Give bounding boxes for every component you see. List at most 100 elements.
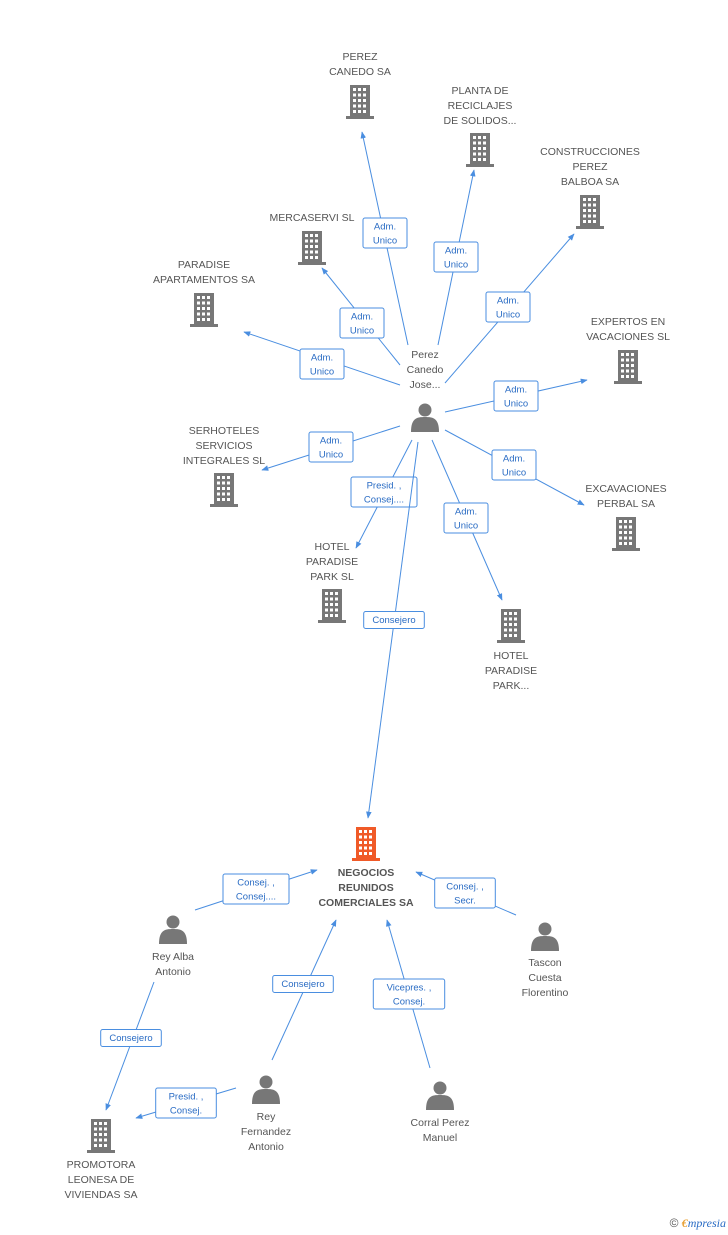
relation-label-box[interactable] [339,307,385,339]
relation-label: Adm. [455,507,477,518]
edge-perez_jose-planta[interactable]: Adm.Unico [433,169,479,346]
node-label: HOTEL [493,650,528,662]
copyright-symbol: © [669,1216,679,1230]
building-icon[interactable] [298,231,326,265]
building-icon[interactable] [497,609,525,643]
person-icon[interactable] [252,1075,280,1105]
node-label: Rey [257,1111,276,1123]
node-label: Jose... [410,379,441,391]
building-icon[interactable] [346,85,374,119]
relation-label-box[interactable] [485,291,531,323]
building-icon[interactable] [190,293,218,327]
building-icon[interactable] [466,133,494,167]
edge-rey_alba-promotora[interactable]: Consejero [100,981,162,1111]
node-label: Rey Alba [152,951,194,963]
edge-corral-negocios[interactable]: Vicepres. ,Consej. [372,919,446,1069]
relation-label: Consej. , [237,878,275,889]
edge-perez_jose-expertos[interactable]: Adm. Unico [444,378,588,413]
person-icon[interactable] [411,403,439,433]
edge-tascon-negocios[interactable]: Consej. ,Secr. [415,871,517,916]
relation-label: Unico [373,236,397,247]
relation-label-box[interactable] [493,380,539,412]
person-icon[interactable] [531,922,559,952]
relation-label: Secr. [454,896,476,907]
relation-label: Adm. [351,312,373,323]
node-label: EXCAVACIONES [585,483,666,495]
edge-perez_jose-mercaservi[interactable]: Adm.Unico [321,267,401,366]
node-label: Perez [411,349,438,361]
node-label: NEGOCIOS [338,867,395,879]
edge-perez_jose-serhoteles[interactable]: Adm.Unico [261,425,401,471]
building-icon[interactable] [318,589,346,623]
relation-label-box[interactable] [362,217,408,249]
relation-label-box[interactable] [100,1029,162,1047]
relation-label-box[interactable] [372,978,446,1010]
node-label: INTEGRALES SL [183,455,265,467]
relation-label: Adm. [505,385,527,396]
relation-label-box[interactable] [363,611,425,629]
edge-perez_jose-construcciones[interactable]: Adm.Unico [444,233,575,384]
relation-label-box[interactable] [434,877,496,909]
node-label: REUNIDOS [338,882,393,894]
edge-rey_fernandez-promotora[interactable]: Presid. ,Consej. [135,1087,237,1119]
node-label: SERHOTELES [189,425,260,437]
building-icon[interactable] [87,1119,115,1153]
node-label: PERBAL SA [597,498,655,510]
building-icon[interactable] [210,473,238,507]
edge-rey_fernandez-negocios[interactable]: Consejero [271,919,337,1061]
relation-label-box[interactable] [222,873,290,905]
edge-perez_jose-hotel_park[interactable]: Adm.Unico [431,439,503,601]
relation-label-box[interactable] [443,502,489,534]
relation-label: Consej. [170,1106,202,1117]
edge-perez_jose-negocios[interactable]: Consejero [363,441,425,819]
node-label: PARADISE [306,556,358,568]
node-perez_jose[interactable]: PerezCanedoJose... [407,349,444,432]
building-icon[interactable] [614,350,642,384]
node-label: EXPERTOS EN [591,316,665,328]
building-icon[interactable] [612,517,640,551]
relation-label: Unico [504,399,528,410]
relation-label-box[interactable] [308,431,354,463]
node-mercaservi[interactable]: MERCASERVI SL [270,212,355,265]
relation-label: Unico [310,367,334,378]
relation-label: Adm. [320,436,342,447]
relation-label: Consejero [109,1033,152,1044]
edge-perez_jose-perez_canedo_sa[interactable]: Adm.Unico [360,131,409,346]
person-icon[interactable] [426,1081,454,1111]
brand-logo[interactable]: €mpresia [681,1216,726,1230]
relation-label-box[interactable] [155,1087,217,1119]
relation-label-box[interactable] [491,449,537,481]
node-excavaciones[interactable]: EXCAVACIONES PERBAL SA [585,483,667,551]
relation-label: Adm. [311,353,333,364]
relation-label-box[interactable] [350,476,418,508]
relation-label: Consej.... [236,892,276,903]
node-label: Canedo [407,364,444,376]
building-icon[interactable] [352,827,380,861]
person-icon[interactable] [159,915,187,945]
node-label: Antonio [155,966,191,978]
edge-rey_alba-negocios[interactable]: Consej. , Consej.... [194,869,318,911]
edge-perez_jose-excavaciones[interactable]: Adm.Unico [444,429,585,506]
building-icon[interactable] [576,195,604,229]
relation-label-box[interactable] [433,241,479,273]
node-hotel_park[interactable]: HOTELPARADISEPARK... [485,609,537,692]
node-label: VIVIENDAS SA [65,1189,138,1201]
edge-perez_jose-hotel_park_sl[interactable]: Presid. ,Consej.... [350,439,418,549]
edge-perez_jose-paradise_apt[interactable]: Adm. Unico [243,331,401,386]
relation-label-box[interactable] [272,975,334,993]
relation-label-box[interactable] [299,348,345,380]
node-label: PEREZ [572,161,608,173]
